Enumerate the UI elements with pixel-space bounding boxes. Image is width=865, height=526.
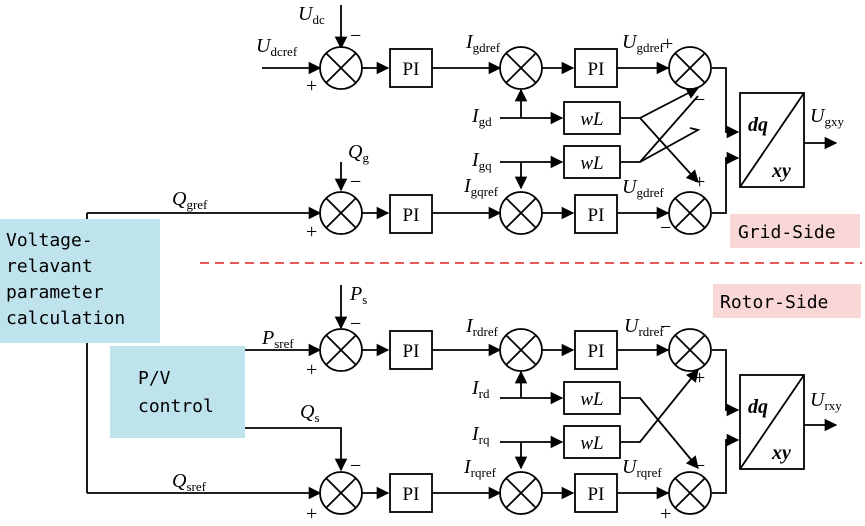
sum-junction [319, 471, 363, 515]
sum-junction [319, 328, 363, 372]
signal-qsref: Qsref [172, 470, 207, 494]
wl-block-label: wL [580, 153, 603, 174]
pi-block: PI [389, 48, 433, 88]
wl-block-label: wL [580, 433, 603, 454]
signal-ps: Ps [349, 283, 367, 307]
signal-ugxy: Ugxy [810, 105, 844, 129]
signal-ugqref: Ugdref [622, 176, 665, 200]
pi-block-label: PI [588, 484, 605, 505]
signal-irq: Irq [471, 423, 490, 447]
param-calc-line-4: calculation [6, 308, 125, 329]
signal-qs: Qs [300, 401, 320, 425]
sum-junction [668, 191, 712, 235]
rotor-side-label-bg [713, 284, 861, 318]
minus-sign: − [694, 89, 705, 111]
signal-igqref: Igqref [463, 175, 499, 199]
pi-block-label: PI [403, 341, 420, 362]
dq-label: dq [748, 114, 768, 136]
xy-label: xy [771, 442, 791, 464]
pv-control-box [110, 346, 245, 438]
wl-block: wL [563, 145, 621, 179]
plus-sign: + [660, 503, 671, 525]
pv-control-line-1: P/V [138, 368, 171, 389]
minus-sign: − [350, 455, 361, 477]
grid-side-label: Grid-Side [738, 222, 836, 243]
sum-junction [499, 328, 543, 372]
param-calc-line-3: parameter [6, 282, 104, 303]
pi-block: PI [574, 48, 618, 88]
signal-ugdref: Ugdref [622, 31, 665, 55]
sum-junction [319, 191, 363, 235]
sum-junction [499, 46, 543, 90]
pi-block-label: PI [588, 341, 605, 362]
sum-junction [499, 471, 543, 515]
pi-block-label: PI [403, 484, 420, 505]
param-calc-box [0, 219, 160, 343]
pi-block: PI [389, 330, 433, 370]
minus-sign: − [350, 25, 361, 47]
plus-sign: + [694, 367, 705, 389]
minus-sign: − [350, 171, 361, 193]
grid-side-label-bg [730, 214, 860, 248]
pi-block: PI [389, 194, 433, 234]
wl-block-label: wL [580, 389, 603, 410]
plus-sign: + [662, 33, 673, 55]
signal-udc: Udc [298, 3, 325, 27]
summing-junctions [319, 46, 712, 515]
signal-udcref: Udcref [256, 35, 298, 59]
dq-xy-block: dq xy [739, 92, 805, 188]
pi-block-label: PI [403, 205, 420, 226]
plus-sign: + [306, 221, 317, 243]
dq-xy-transforms: dq xy dq xy [739, 92, 805, 470]
xy-label: xy [771, 160, 791, 182]
signal-urxy: Urxy [810, 389, 842, 413]
pi-block-label: PI [588, 205, 605, 226]
dq-xy-block: dq xy [739, 374, 805, 470]
plus-sign: + [694, 171, 705, 193]
minus-sign: − [694, 455, 705, 477]
pi-block: PI [574, 194, 618, 234]
rotor-side-label: Rotor-Side [720, 292, 828, 313]
sum-junction [499, 191, 543, 235]
signal-qg: Qg [348, 141, 369, 165]
signal-urqref: Urqref [622, 456, 662, 480]
dq-label: dq [748, 396, 768, 418]
wl-block: wL [563, 425, 621, 459]
plus-sign: + [306, 359, 317, 381]
minus-sign: − [660, 217, 671, 239]
wl-block: wL [563, 381, 621, 415]
param-calc-line-1: Voltage- [6, 230, 93, 251]
signal-irqref: Irqref [463, 456, 497, 480]
wl-block-label: wL [580, 109, 603, 130]
sum-junction [668, 328, 712, 372]
function-blocks: PI PI PI PI PI PI PI PI wL wL wL wL [389, 48, 621, 513]
signal-irdref: Irdref [465, 315, 499, 339]
pi-block: PI [574, 473, 618, 513]
sum-signs: − + + − − + + − − + + − − + − + [306, 25, 705, 525]
signal-urdref: Urdref [624, 315, 664, 339]
sum-junction [668, 471, 712, 515]
signal-psref: Psref [261, 327, 294, 351]
sum-junction [668, 46, 712, 90]
plus-sign: + [306, 503, 317, 525]
pi-block: PI [389, 473, 433, 513]
sum-junction [319, 46, 363, 90]
wiring [86, 5, 838, 500]
minus-sign: − [660, 316, 671, 338]
pv-control-line-2: control [138, 396, 214, 417]
signal-igd: Igd [471, 105, 492, 129]
signal-qgref: Qgref [172, 188, 208, 212]
param-calc-line-2: relavant [6, 256, 93, 277]
pi-block: PI [574, 330, 618, 370]
signal-igdref: Igdref [465, 31, 501, 55]
plus-sign: + [306, 75, 317, 97]
signal-ird: Ird [471, 377, 490, 401]
pi-block-label: PI [588, 59, 605, 80]
signal-igq: Igq [471, 149, 492, 173]
minus-sign: − [350, 313, 361, 335]
wl-block: wL [563, 101, 621, 135]
pi-block-label: PI [403, 59, 420, 80]
